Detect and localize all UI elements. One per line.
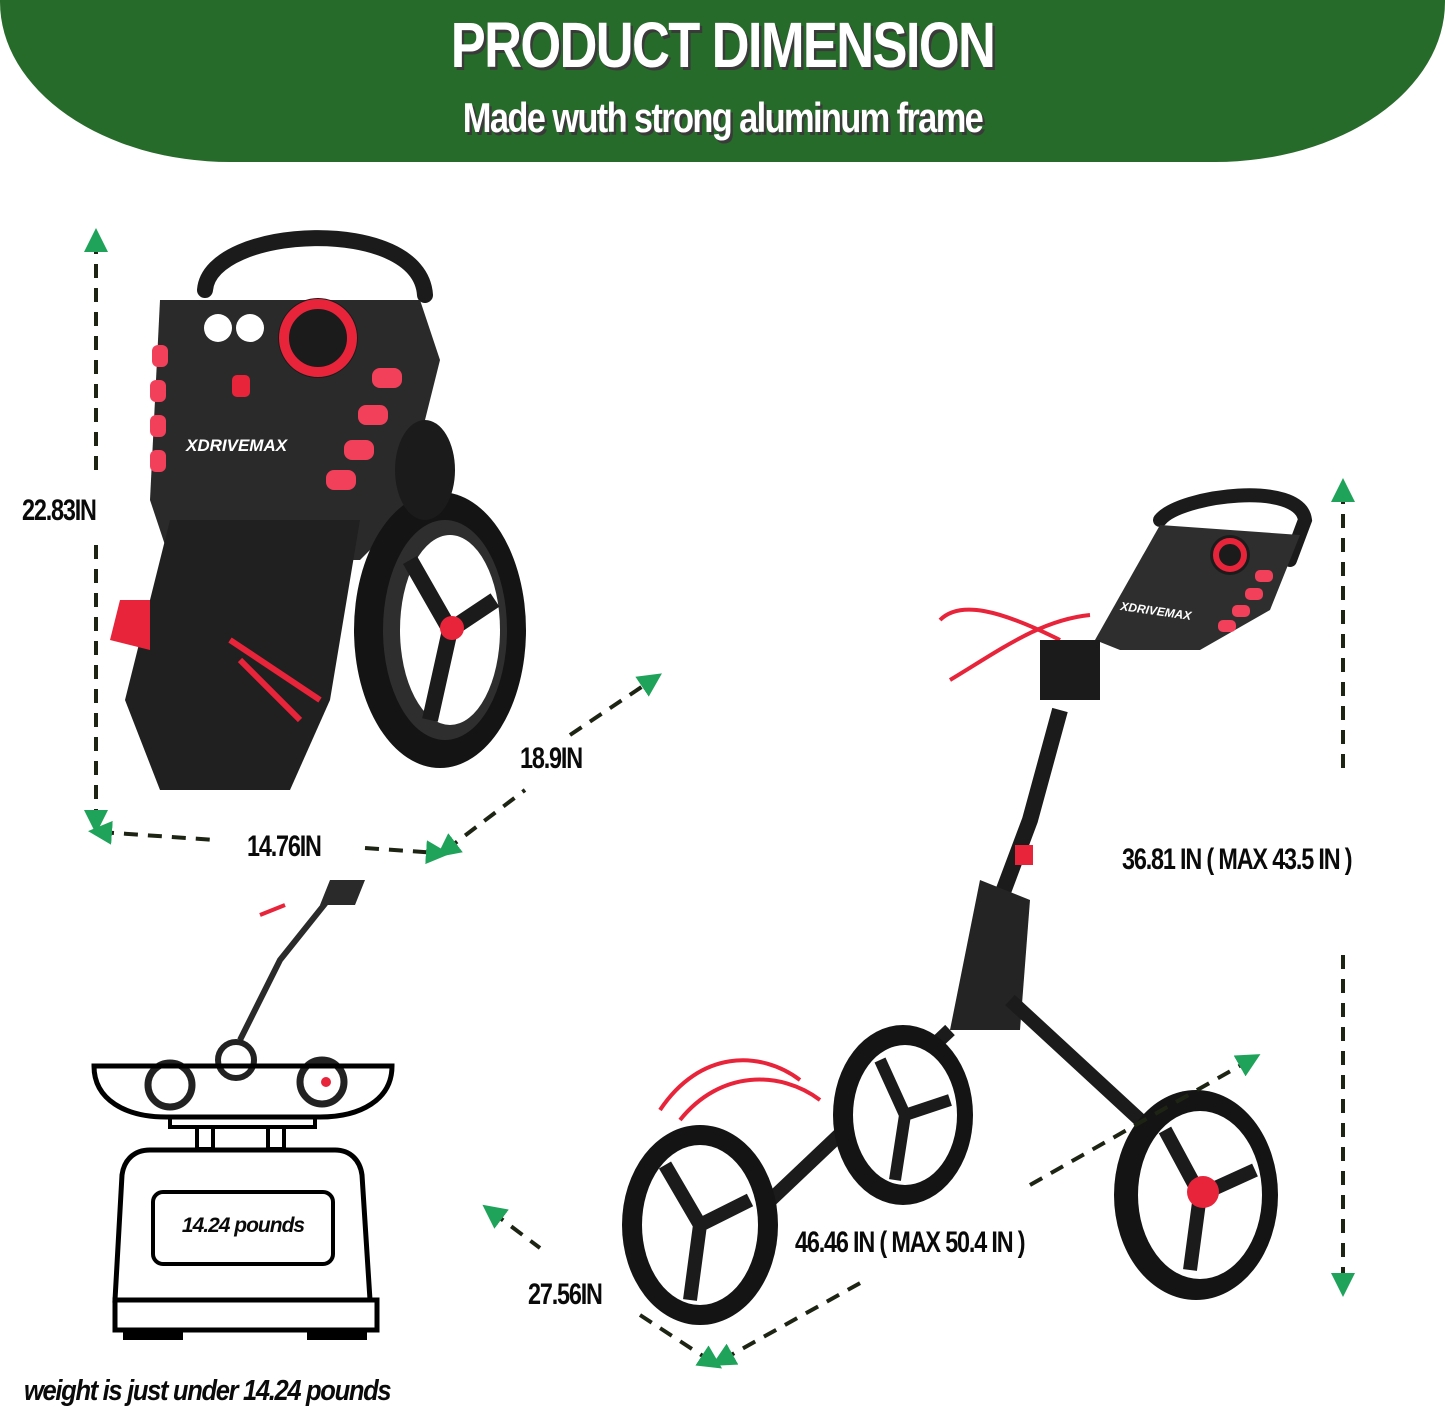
weight-caption: weight is just under 14.24 pounds xyxy=(24,1375,392,1407)
scale-display-value: 14.24 pounds xyxy=(181,1214,305,1237)
depth-arrow-lower xyxy=(436,788,527,858)
width-arrow-right xyxy=(364,840,450,865)
depth-arrow-upper xyxy=(568,673,662,737)
open-width-arrow-upper xyxy=(482,1204,542,1250)
open-width-label: 27.56IN xyxy=(528,1278,603,1311)
scale-illustration xyxy=(91,880,395,1340)
open-height-label: 36.81 IN ( MAX 43.5 IN ) xyxy=(1122,843,1353,876)
folded-height-label: 22.83IN xyxy=(22,494,97,527)
open-cart-image xyxy=(622,488,1313,1325)
folded-width-label: 14.76IN xyxy=(247,830,322,863)
open-length-arrow xyxy=(1029,1054,1261,1187)
folded-cart-image xyxy=(110,230,526,790)
folded-depth-label: 18.9IN xyxy=(520,742,583,775)
page-title: PRODUCT DIMENSION xyxy=(450,9,996,81)
open-width-arrow-base xyxy=(711,1280,863,1366)
open-length-label: 46.46 IN ( MAX 50.4 IN ) xyxy=(795,1226,1026,1259)
folded-cart-brand: XDRIVEMAX xyxy=(185,436,289,455)
page-subtitle: Made wuth strong aluminum frame xyxy=(462,94,984,141)
width-arrow-left xyxy=(88,820,216,845)
header-banner xyxy=(0,0,1445,162)
